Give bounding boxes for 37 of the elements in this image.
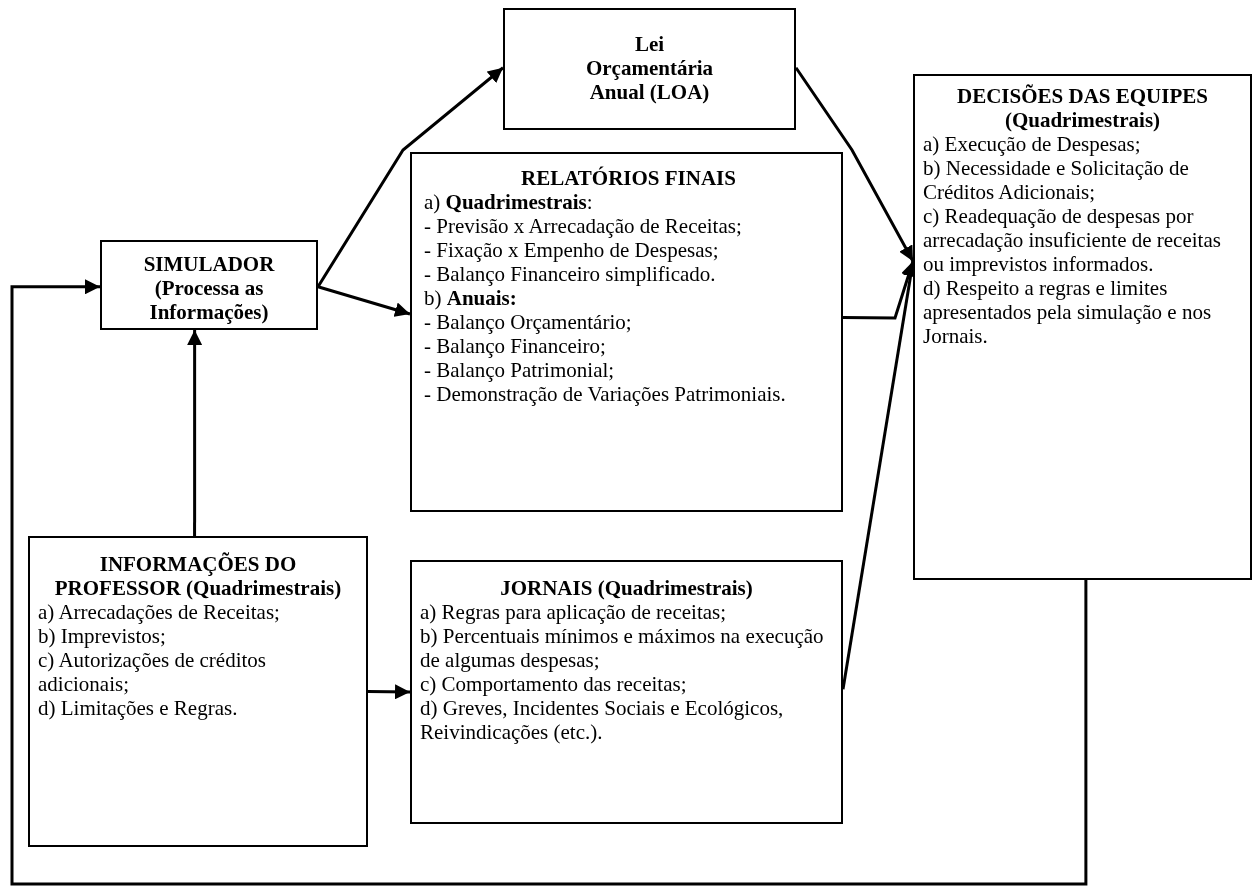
list-item: - Balanço Patrimonial; xyxy=(424,358,616,382)
list-item: a) Quadrimestrais: xyxy=(424,190,594,214)
list-item: c) Autorizações de créditos adicionais; xyxy=(38,648,267,696)
list-item: a) Arrecadações de Receitas; xyxy=(38,600,281,624)
list-item: - Previsão x Arrecadação de Receitas; xyxy=(424,214,743,238)
simulator-box xyxy=(100,240,318,330)
box-heading: SIMULADOR (Processa as Informações) xyxy=(142,252,276,324)
list-item: b) Imprevistos; xyxy=(38,624,167,648)
arrow xyxy=(317,285,411,317)
decision-box xyxy=(913,74,1252,580)
arrow xyxy=(187,330,203,536)
newspaper-box xyxy=(410,560,843,824)
box-heading: DECISÕES DAS EQUIPES (Quadrimestrais) xyxy=(956,84,1209,132)
list-item: c) Comportamento das receitas; xyxy=(420,672,688,696)
law-box xyxy=(503,8,796,130)
list-item: d) Greves, Incidentes Sociais e Ecológicos, Reivindicações (etc.). xyxy=(420,696,785,744)
list-item: b) Anuais: xyxy=(424,286,518,310)
list-item: d) Limitações e Regras. xyxy=(38,696,239,720)
list-item: b) Percentuais mínimos e máximos na execução de algumas despesas; xyxy=(420,624,825,672)
list-item: - Balanço Financeiro simplificado. xyxy=(424,262,717,286)
box-heading: RELATÓRIOS FINAIS xyxy=(520,166,737,190)
box-heading: INFORMAÇÕES DO PROFESSOR (Quadrimestrais) xyxy=(53,552,343,600)
list-item: - Fixação x Empenho de Despesas; xyxy=(424,238,720,262)
list-item: - Balanço Orçamentário; xyxy=(424,310,633,334)
report-box xyxy=(410,152,843,512)
list-item: - Balanço Financeiro; xyxy=(424,334,607,358)
list-item: a) Execução de Despesas; xyxy=(923,132,1142,156)
box-heading: JORNAIS (Quadrimestrais) xyxy=(499,576,754,600)
list-item: c) Readequação de despesas por arrecadação insuficiente de receitas ou imprevistos informados. xyxy=(923,204,1222,276)
teacher-info-box xyxy=(28,536,368,847)
list-item: a) Regras para aplicação de receitas; xyxy=(420,600,728,624)
list-item: d) Respeito a regras e limites apresentados pela simulação e nos Jornais. xyxy=(923,276,1213,348)
list-item: - Demonstração de Variações Patrimoniais. xyxy=(424,382,787,406)
arrow xyxy=(368,684,410,700)
arrow xyxy=(10,279,1088,886)
list-item: b) Necessidade e Solicitação de Créditos Adicionais; xyxy=(923,156,1190,204)
box-heading: Lei Orçamentária Anual (LOA) xyxy=(584,32,715,104)
